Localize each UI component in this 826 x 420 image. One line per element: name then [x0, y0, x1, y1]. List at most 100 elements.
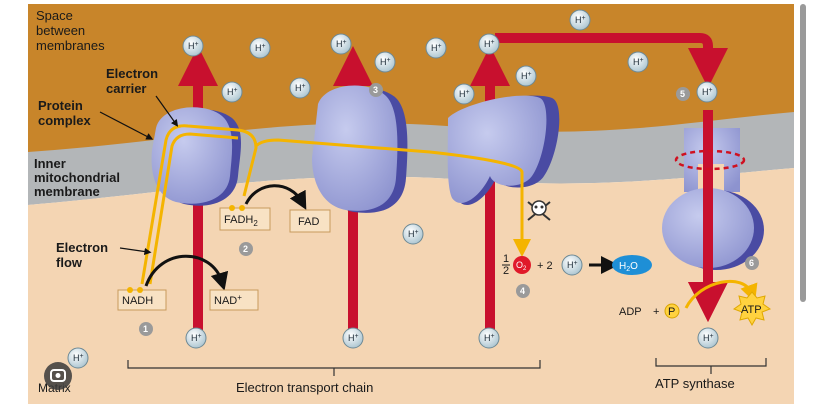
svg-text:1: 1 [503, 253, 509, 265]
rotation-indicator-icon [674, 149, 746, 171]
proton-icon: H+ [67, 347, 89, 369]
svg-text:H+: H+ [348, 333, 359, 343]
step-badge-3: 3 [369, 83, 383, 97]
proton-icon: H+ [330, 33, 352, 55]
svg-text:H+: H+ [380, 57, 391, 67]
svg-text:H+: H+ [408, 229, 419, 239]
nad-plus-box: NAD+ [209, 289, 259, 311]
svg-text:H+: H+ [703, 333, 714, 343]
space-between-membranes-label: Space between membranes [36, 8, 105, 53]
scrollbar-thumb[interactable] [800, 4, 806, 302]
electron-carrier-label: Electron carrier [106, 66, 162, 96]
step-badge-1: 1 [139, 322, 153, 336]
svg-text:FADH2: FADH2 [224, 214, 258, 228]
svg-text:H+: H+ [295, 83, 306, 93]
svg-text:H+: H+ [255, 43, 266, 53]
oxygen-molecule: O2 [513, 256, 531, 274]
water-molecule: H2O [612, 255, 652, 275]
nadh-to-nad-arrow [144, 254, 229, 291]
proton-icon: H+ [697, 327, 719, 349]
protein-complex-2 [312, 85, 398, 211]
electron-flow-pointer [119, 247, 152, 256]
electron-path-inner [148, 132, 239, 285]
proton-icon: H+ [515, 65, 537, 87]
lens-search-button[interactable] [44, 362, 72, 390]
step-badge-2: 2 [239, 242, 253, 256]
svg-text:H+: H+ [188, 41, 199, 51]
plus-two-label: + 2 [537, 260, 553, 272]
proton-icon: H+ [185, 327, 207, 349]
svg-text:H+: H+ [633, 57, 644, 67]
svg-text:ATP: ATP [741, 304, 762, 316]
atp-synthase-bracket [655, 358, 767, 374]
svg-text:H+: H+ [336, 39, 347, 49]
proton-icon: H+ [453, 83, 475, 105]
svg-text:H+: H+ [227, 87, 238, 97]
svg-text:H+: H+ [484, 333, 495, 343]
proton-group: H+ H+ H+ H+ H+ H+ H+ H+ H+ H+ H+ H+ H+ H… [67, 9, 719, 369]
left-edge-strip [0, 4, 28, 404]
proton-icon: H+ [402, 223, 424, 245]
proton-icon: H+ [221, 81, 243, 103]
step-badge-4: 4 [516, 284, 530, 298]
half-fraction: 1 2 [502, 253, 510, 277]
inner-membrane-label: Inner mitochondrial membrane [34, 156, 124, 199]
svg-text:3: 3 [373, 85, 378, 95]
svg-text:2: 2 [243, 244, 248, 254]
protein-complex-label: Protein complex [38, 98, 92, 128]
svg-text:2: 2 [503, 265, 509, 277]
proton-icon: H+ [249, 37, 271, 59]
proton-icon: H+ [342, 327, 364, 349]
svg-text:H+: H+ [191, 333, 202, 343]
adp-plus: + [653, 306, 659, 318]
step-badge-6: 6 [745, 256, 759, 270]
proton-icon: H+ [478, 33, 500, 55]
proton-icon: H+ [425, 37, 447, 59]
fad-box: FAD [289, 209, 331, 233]
svg-text:FAD: FAD [298, 216, 319, 228]
proton-icon: H+ [561, 254, 583, 276]
phosphate-icon: P [664, 303, 680, 319]
nadh-box: NADH [117, 287, 167, 311]
proton-icon: H+ [696, 81, 718, 103]
electron-carrier-pointer [155, 95, 179, 127]
protein-complex-pointer [99, 111, 154, 140]
svg-text:1: 1 [143, 324, 148, 334]
proton-icon: H+ [478, 327, 500, 349]
svg-text:P: P [668, 306, 675, 318]
proton-icon: H+ [627, 51, 649, 73]
svg-text:H+: H+ [575, 15, 586, 25]
svg-text:H+: H+ [567, 260, 578, 270]
svg-text:NAD+: NAD+ [214, 293, 242, 307]
proton-icon: H+ [569, 9, 591, 31]
svg-text:6: 6 [749, 258, 754, 268]
svg-text:O2: O2 [516, 260, 527, 272]
svg-text:NADH: NADH [122, 295, 153, 307]
adp-to-atp-arrow [684, 279, 758, 309]
svg-text:4: 4 [520, 286, 525, 296]
proton-icon: H+ [374, 51, 396, 73]
electron-transport-chain-label: Electron transport chain [236, 380, 373, 395]
electron-flow-path [140, 124, 522, 285]
svg-text:H+: H+ [521, 71, 532, 81]
skull-crossbones-icon [527, 200, 551, 221]
svg-text:H+: H+ [73, 353, 84, 363]
camera-icon [50, 369, 66, 382]
svg-text:H2O: H2O [619, 261, 638, 273]
fadh2-box: FADH2 [219, 205, 271, 231]
svg-text:H+: H+ [702, 87, 713, 97]
proton-icon: H+ [289, 77, 311, 99]
adp-label: ADP [619, 306, 642, 318]
atp-synthase-label: ATP synthase [655, 376, 735, 391]
svg-text:H+: H+ [431, 43, 442, 53]
proton-arrow-to-synthase [495, 33, 728, 88]
step-badge-5: 5 [676, 87, 690, 101]
fadh2-to-fad-arrow [244, 184, 307, 210]
svg-text:5: 5 [680, 89, 685, 99]
svg-text:H+: H+ [484, 39, 495, 49]
electron-flow-label: Electron flow [56, 240, 112, 270]
atp-starburst-icon: ATP [732, 291, 772, 327]
proton-icon: H+ [182, 35, 204, 57]
etc-bracket [127, 360, 541, 376]
